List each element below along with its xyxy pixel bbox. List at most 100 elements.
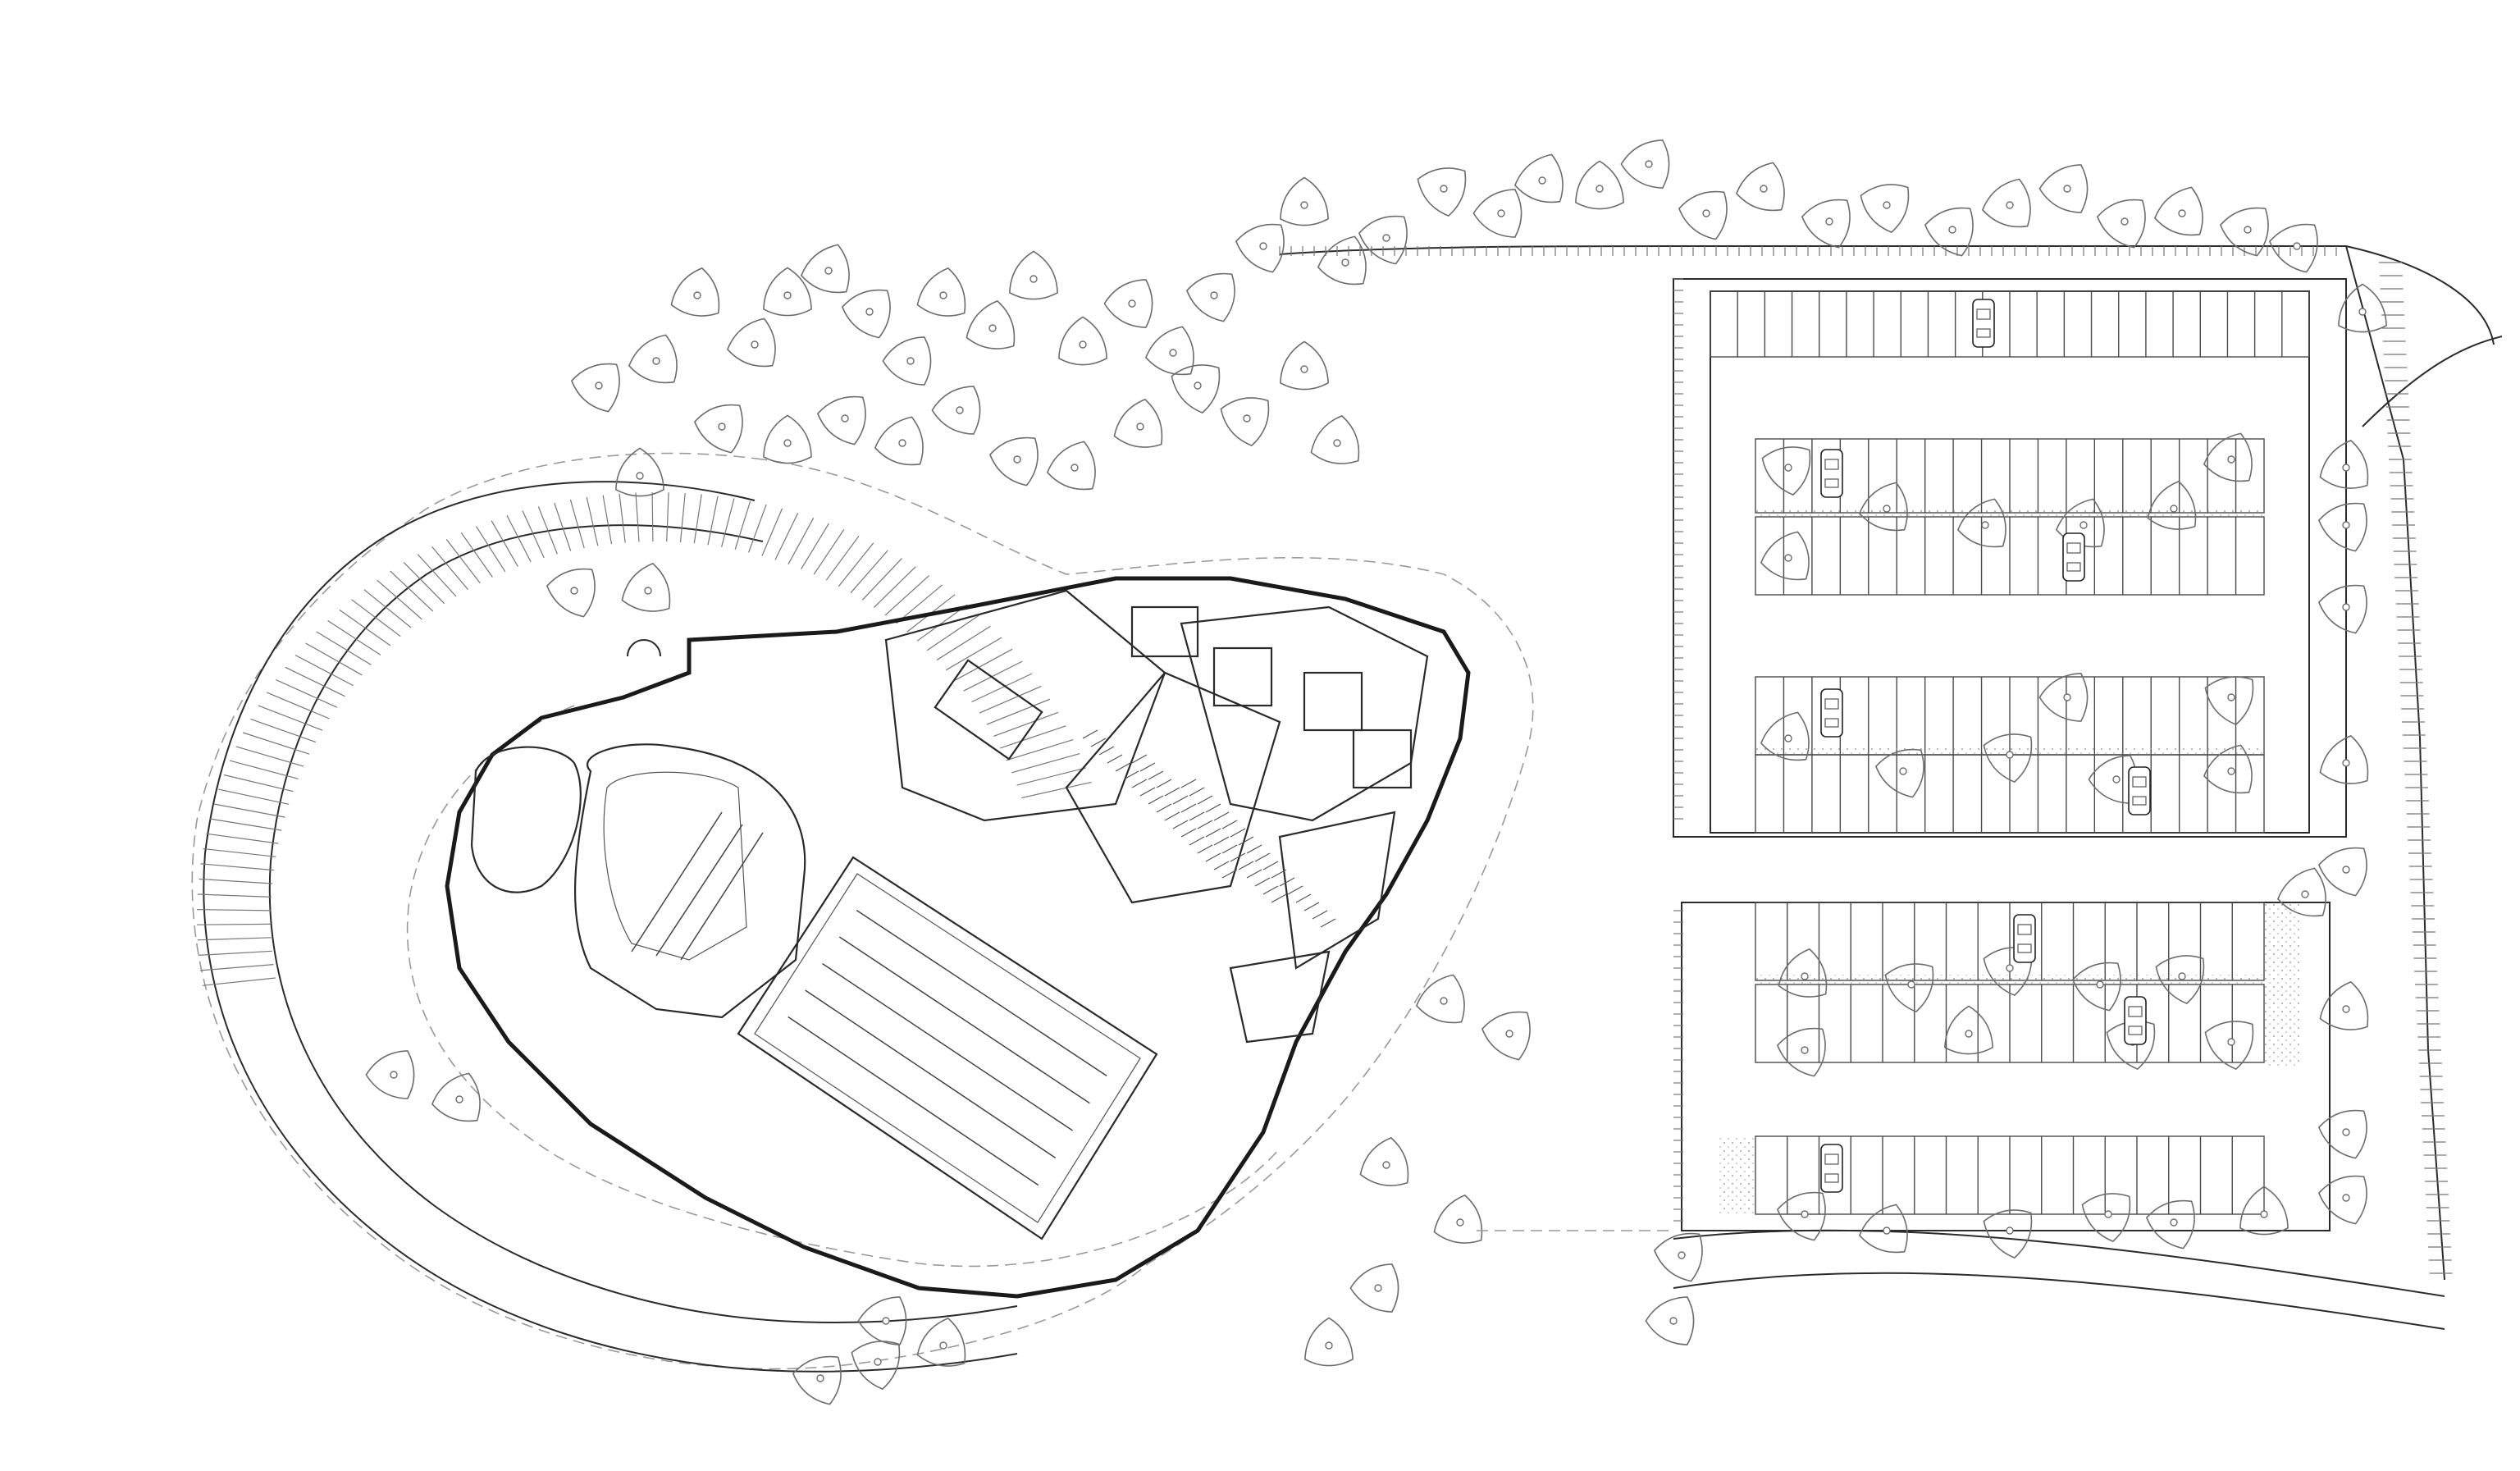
- tree-symbol: [2317, 502, 2367, 552]
- entry-stair: [627, 639, 661, 657]
- tree-symbol: [2319, 980, 2369, 1030]
- tree-symbol: [726, 317, 776, 368]
- tree-symbol: [1983, 1209, 2033, 1259]
- tree-symbol: [2317, 1109, 2367, 1159]
- tree-symbol: [1171, 364, 1221, 414]
- tree-symbol: [763, 267, 812, 317]
- tree-symbol: [1433, 1194, 1483, 1244]
- tree-symbol: [1513, 153, 1564, 203]
- tree-symbol: [1220, 397, 1270, 447]
- tree-symbol: [2147, 480, 2197, 530]
- tree-symbol: [2338, 283, 2387, 333]
- tree-symbol: [1653, 1232, 1703, 1282]
- tree-symbol: [2203, 744, 2253, 794]
- tree-symbol: [1280, 176, 1329, 226]
- parked-car: [1820, 449, 1843, 498]
- tree-symbol: [2071, 962, 2121, 1012]
- tree-symbol: [2239, 1185, 2289, 1236]
- tree-symbol: [621, 562, 671, 612]
- tree-symbol: [916, 1317, 966, 1367]
- tree-symbol: [1956, 498, 2006, 548]
- parked-car: [2013, 914, 2036, 963]
- tree-symbol: [2153, 186, 2203, 236]
- tree-symbol: [1801, 199, 1851, 249]
- parking-stall-row: [1755, 984, 2265, 1063]
- parked-car: [1972, 299, 1995, 348]
- tree-symbol: [1678, 190, 1728, 240]
- tree-symbol: [693, 404, 743, 454]
- tree-symbol: [1776, 1027, 1826, 1077]
- tree-symbol: [1858, 482, 1908, 532]
- parked-car: [1820, 688, 1843, 738]
- tree-symbol: [1760, 711, 1810, 761]
- tree-symbol: [2276, 867, 2326, 917]
- tree-symbol: [670, 267, 720, 317]
- east-embankment: [2345, 245, 2445, 1281]
- parking-lot: [1279, 245, 2503, 1330]
- tree-symbol: [1760, 531, 1810, 581]
- tree-symbol: [1304, 1317, 1354, 1367]
- tree-symbol: [431, 1072, 481, 1122]
- tree-symbol: [2038, 164, 2089, 213]
- parked-car: [2128, 766, 2151, 815]
- tree-symbol: [2203, 432, 2253, 482]
- tree-symbol: [2096, 199, 2146, 249]
- tree-symbol: [1983, 947, 2033, 997]
- tree-symbol: [1981, 178, 2031, 228]
- tree-symbol: [1349, 1263, 1399, 1313]
- tree-symbol: [2317, 584, 2367, 634]
- tree-symbol: [1778, 948, 1828, 998]
- trees: [365, 139, 2387, 1405]
- cars: [1820, 299, 2151, 1193]
- tree-symbol: [1472, 189, 1522, 238]
- tree-symbol: [2317, 1175, 2367, 1225]
- tree-symbol: [966, 299, 1016, 349]
- tree-symbol: [2204, 676, 2254, 726]
- parking-stall-row: [1755, 754, 2265, 834]
- locker-wing: [884, 589, 1429, 1044]
- tree-symbol: [1858, 1204, 1908, 1254]
- tree-symbol: [882, 336, 932, 386]
- tree-symbol: [1761, 446, 1811, 496]
- tree-symbol: [2038, 673, 2089, 722]
- tree-symbol: [1874, 748, 1924, 798]
- tree-symbol: [763, 414, 812, 464]
- tree-symbol: [2317, 847, 2367, 897]
- tree-symbol: [874, 416, 924, 466]
- parked-car: [1820, 1144, 1843, 1193]
- tree-symbol: [1481, 1011, 1531, 1061]
- tree-symbol: [2219, 207, 2269, 257]
- tree-symbol: [1415, 974, 1465, 1024]
- tree-symbol: [1058, 316, 1107, 366]
- parked-car: [2062, 532, 2085, 582]
- tree-symbol: [1310, 414, 1360, 464]
- tree-symbol: [1944, 1005, 1993, 1055]
- tree-symbol: [2081, 1193, 2131, 1243]
- tree-symbol: [1776, 1191, 1826, 1241]
- embankment-band: [197, 481, 1092, 1373]
- tree-symbol: [1735, 162, 1785, 212]
- tree-symbol: [1009, 250, 1058, 300]
- tree-symbol: [792, 1355, 842, 1405]
- tree-symbol: [1575, 160, 1624, 210]
- tree-symbol: [2268, 223, 2318, 273]
- tree-symbol: [1417, 167, 1467, 217]
- tree-symbol: [1317, 235, 1367, 286]
- tree-symbol: [1103, 279, 1153, 328]
- building: [445, 576, 1471, 1299]
- tree-symbol: [1113, 398, 1163, 448]
- tree-symbol: [1358, 215, 1408, 265]
- tree-symbol: [1645, 1296, 1695, 1345]
- tree-symbol: [2319, 439, 2369, 489]
- tree-symbol: [1046, 441, 1096, 491]
- site-boundary-dashed: [191, 452, 1534, 1370]
- tree-symbol: [1924, 207, 1974, 257]
- tree-symbol: [931, 386, 981, 435]
- tree-symbol: [1185, 272, 1235, 322]
- tree-symbol: [546, 568, 596, 618]
- parking-stall-row: [1710, 290, 2310, 358]
- tree-symbol: [1359, 1136, 1409, 1186]
- tree-symbol: [1860, 184, 1910, 234]
- tree-symbol: [1280, 340, 1329, 391]
- tree-symbol: [841, 289, 891, 339]
